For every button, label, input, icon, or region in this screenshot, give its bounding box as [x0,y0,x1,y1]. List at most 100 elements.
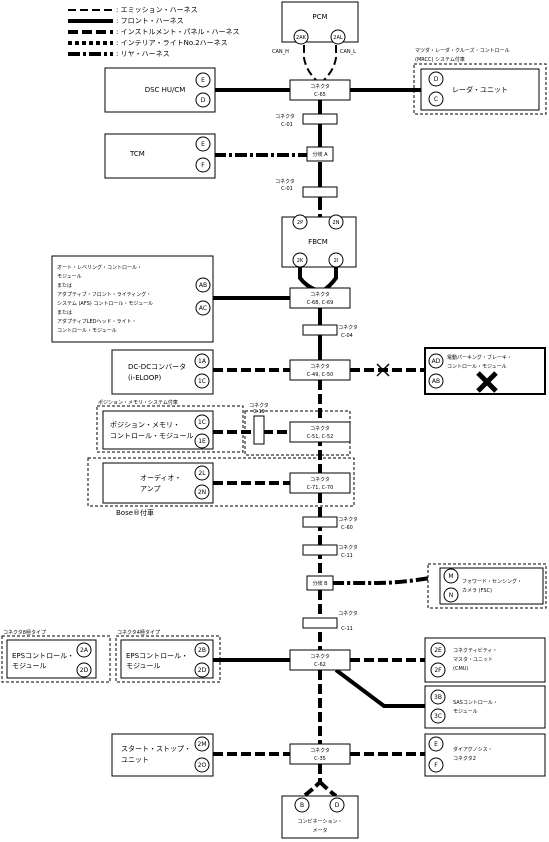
connector-c71: コネクタ C-71, C-70 [289,472,351,494]
c60-word: コネクタ [338,516,358,523]
afs-line-8: コントロール・モジュール [57,328,117,334]
eps8-pin-2d [76,662,92,678]
c19-id: C-19 [253,409,265,415]
fsc-pin-n [443,587,459,603]
eps-8pin-group: コネクタ8極タイプ EPSコントロール・ モジュール 2A 2D [1,629,111,683]
sas-pin-3c [430,708,446,724]
diag-line-2: コネクタ2 [453,755,476,762]
afs-line-7: アダプティブLEDヘッド・ライト・ [57,318,137,325]
dsc-hu-cm-module: DSC HU/CM E D [104,67,216,113]
epb-module: 電動パーキング・ブレーキ・ コントロール・モジュール AD AB [424,347,546,395]
epb-pin-ad [428,353,444,369]
afs-pin-ac [195,300,211,316]
combi-pin-d [329,797,345,813]
c35-id: C-35 [314,756,326,762]
c65-word: コネクタ [310,83,330,90]
dcdc-pin-1a [194,353,210,369]
posmem-title: ポジション・メモリ・システム付車 [98,399,178,406]
fsc-group: フォワード・センシング・ カメラ (FSC) M N [427,563,547,609]
c01a-id: C-01 [281,122,293,128]
audio-line-2: アンプ [140,485,161,493]
dcdc-pin-1c-label: 1C [198,378,206,385]
eps4-line-2: モジュール [126,662,161,670]
diag-pin-e [428,736,444,752]
c62-word: コネクタ [310,653,330,660]
legend-label-emission: : エミッション・ハーネス [116,6,198,14]
fbcm-label: FBCM [308,238,328,246]
c01a-word: コネクタ [275,113,295,120]
fsc-pin-m [443,568,459,584]
audio-pin-2l [194,465,210,481]
epb-open-circuit-icon [376,363,390,377]
dcdc-pin-1a-label: 1A [198,358,207,365]
combi-line-1: コンビネーション・ [298,818,343,825]
wire-sas [334,668,425,708]
sas-pin-3b [430,689,446,705]
connector-c11-a: コネクタ C-11 [302,544,358,559]
afs-line-4: アダプティブ・フロント・ライティング・ [57,291,151,298]
dsc-pin-d [195,92,211,108]
eps8-line-2: モジュール [12,662,47,670]
eps4-pin-2d [194,662,210,678]
radar-pin-c [428,91,444,107]
epb-pin-ab-label: AB [432,378,440,385]
afs-line-1: オート・レベリング・コントロール・ [57,264,142,271]
branch-b: 分岐 B [306,575,334,591]
tcm-label: TCM [129,150,145,158]
epb-pin-ab [428,373,444,389]
pcm-pin-left-label: 2AK [296,35,307,41]
c01b-id: C-01 [281,186,293,192]
tcm-pin-e-label: E [201,141,205,148]
afs-line-5: システム (AFS) コントロール・モジュール [57,301,153,307]
pcm-label: PCM [312,13,327,21]
diag-pin-e-label: E [434,741,438,748]
dsc-label: DSC HU/CM [145,86,186,94]
radar-pin-d [428,71,444,87]
connector-c11-b: コネクタ C-11 [302,610,358,632]
audio-footer: Bose®付車 [116,508,154,517]
wire-fsc [332,576,431,585]
pcm-pin-right [330,29,346,45]
epb-line-1: 電動パーキング・ブレーキ・ [447,354,512,361]
c35-word: コネクタ [310,747,330,754]
radar-pin-d-label: D [434,76,439,83]
wire-pcm-can-l [323,45,337,81]
c51-word: コネクタ [310,425,330,432]
eps8-pin-2a-label: 2A [80,647,89,654]
legend-label-instrument-panel: : インストルメント・パネル・ハーネス [116,28,239,36]
c49-word: コネクタ [310,363,330,370]
connector-c51: コネクタ C-51, C-52 [289,421,351,443]
c60-id: C-60 [341,525,353,531]
combi-pin-d-label: D [335,802,340,809]
fbcm-pin-bl-label: 2K [297,258,304,264]
eps4-line-1: EPSコントロール・ [126,652,188,660]
connector-c65: コネクタ C-65 [289,79,351,101]
c62-id: C-62 [314,662,326,668]
c51-id: C-51, C-52 [307,434,334,440]
dc-dc-converter-module: DC-DCコンバータ (i-ELOOP) 1A 1C [111,349,214,395]
diag-pin-f-label: F [434,762,438,769]
wire-combi-d [318,780,338,798]
can-h-label: CAN_H [272,49,289,55]
fbcm-module: FBCM 2P 2N 2K 2I [281,214,357,268]
afs-pin-ab-label: AB [199,282,207,289]
c49-id: C-49, C-50 [307,372,334,378]
fsc-line-2: カメラ (FSC) [462,588,492,594]
cmu-line-3: (CMU) [453,666,468,672]
audio-line-1: オーディオ・ [140,473,182,482]
mrcc-title-2: (MRCC) システム付車 [415,56,465,63]
connector-c35: コネクタ C-35 [289,743,351,765]
tcm-module: TCM E F [104,133,216,179]
fbcm-pin-tr-label: 2N [333,220,340,226]
audio-pin-2l-label: 2L [198,470,206,477]
combination-meter-module: B D コンビネーション・ メータ [281,795,359,839]
cmu-pin-2e-label: 2E [434,647,442,654]
c65-id: C-65 [314,92,326,98]
connector-c49: コネクタ C-49, C-50 [289,359,351,381]
position-memory-group: ポジション・メモリ・システム付車 ポジション・メモリ・ コントロール・モジュール… [96,399,351,456]
c68-id: C-68, C-69 [307,300,334,306]
c04-id: C-04 [341,333,353,339]
sas-pin-3b-label: 3B [434,694,442,701]
fbcm-pin-br [328,252,344,268]
fsc-pin-m-label: M [448,573,453,580]
